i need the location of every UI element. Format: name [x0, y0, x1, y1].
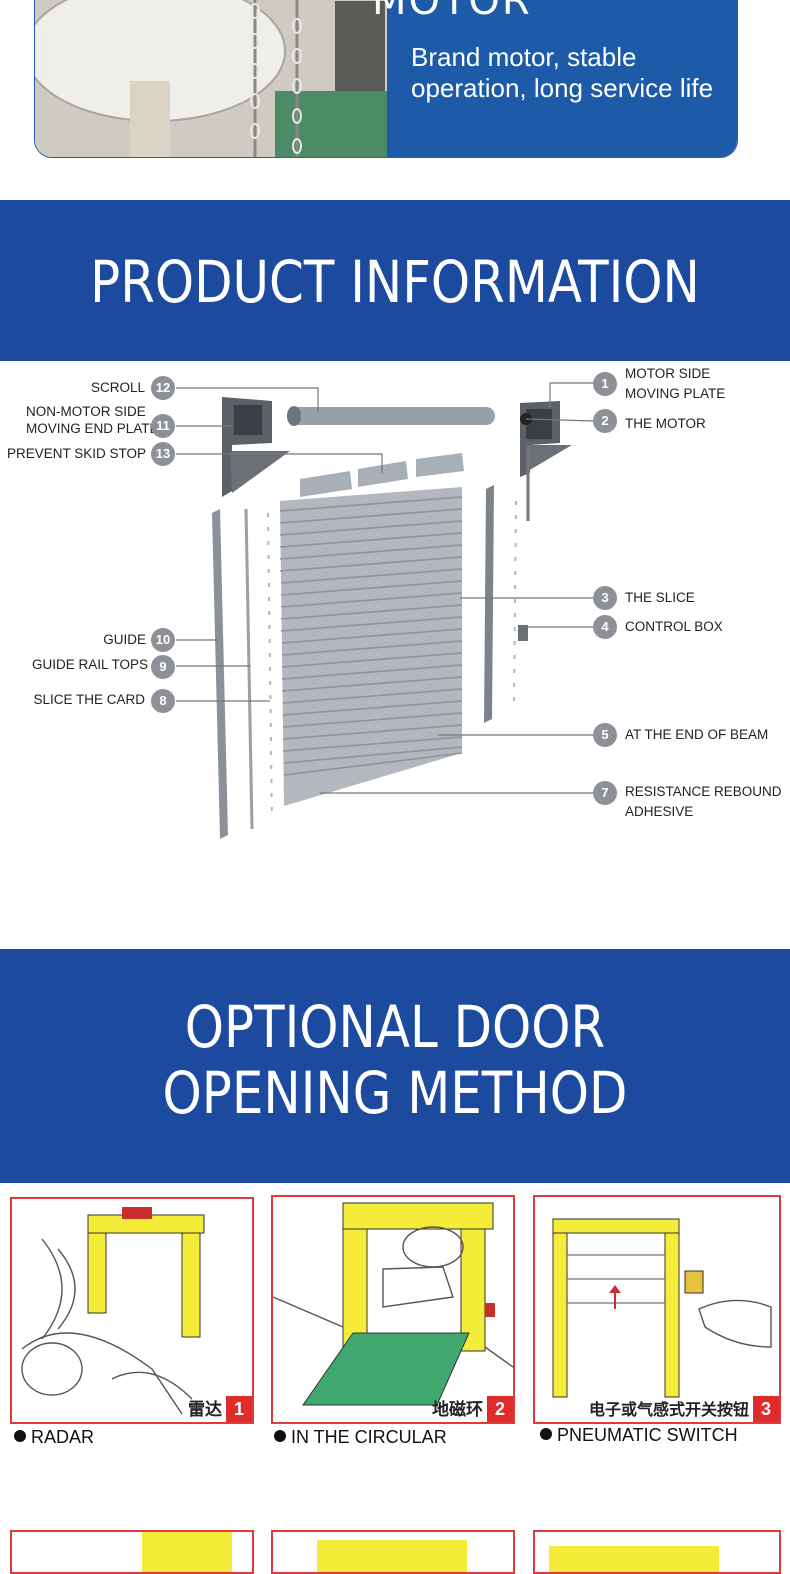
method-cn-label-3: 电子或气感式开关按钮: [588, 1402, 749, 1419]
method-caption-switch: PNEUMATIC SWITCH: [540, 1425, 738, 1446]
opening-method-heading-line1: OPTIONAL DOOR: [184, 993, 606, 1061]
part-number-8: 8: [151, 689, 175, 713]
bullet-icon: [274, 1430, 286, 1442]
motor-card: [34, 0, 738, 158]
opening-method-heading-line2: OPENING METHOD: [162, 1059, 628, 1127]
part-label-8: SLICE THE CARD: [33, 692, 145, 707]
method-card-switch: 电子或气感式开关按钮 3: [533, 1195, 781, 1424]
method-number-3: 3: [753, 1396, 779, 1422]
method-cn-label-1: 雷达: [188, 1400, 222, 1419]
part-label-13: PREVENT SKID STOP: [6, 446, 146, 461]
part-label-9: GUIDE RAIL TOPS: [31, 657, 148, 672]
part-number-1: 1: [593, 372, 617, 396]
part-label-4: CONTROL BOX: [625, 619, 723, 634]
part-number-9: 9: [151, 655, 175, 679]
part-label-7: RESISTANCE REBOUND ADHESIVE: [625, 784, 782, 819]
part-label-2: THE MOTOR: [625, 416, 706, 431]
method-card-4-partial: [10, 1530, 254, 1574]
motor-photo: [35, 0, 387, 157]
bullet-icon: [540, 1428, 552, 1440]
part-number-12: 12: [151, 376, 175, 400]
method-number-1: 1: [226, 1396, 252, 1422]
method-caption-radar-text: RADAR: [31, 1427, 95, 1447]
method-caption-circular: IN THE CIRCULAR: [274, 1427, 447, 1448]
part-label-3: THE SLICE: [625, 590, 695, 605]
method-card-radar: 雷达 1: [10, 1197, 254, 1424]
method-card-5-partial: [271, 1530, 515, 1574]
method-cn-label-2: 地磁环: [432, 1400, 483, 1419]
method-card-6-partial: [533, 1530, 781, 1574]
method-caption-radar: RADAR: [14, 1427, 94, 1448]
product-exploded-diagram: SCROLL 12 NON-MOTOR SIDE MOVING END PLAT…: [0, 361, 790, 949]
part-label-12: SCROLL: [90, 380, 145, 395]
opening-method-banner: OPTIONAL DOOR OPENING METHOD: [0, 949, 790, 1183]
part-number-5: 5: [593, 723, 617, 747]
part-label-11: NON-MOTOR SIDE MOVING END PLATE: [26, 404, 159, 436]
part-number-3: 3: [593, 586, 617, 610]
product-info-banner: PRODUCT INFORMATION: [0, 200, 790, 361]
motor-title: MOTOR: [372, 0, 532, 24]
part-number-13: 13: [151, 442, 175, 466]
part-label-1: MOTOR SIDE MOVING PLATE: [625, 366, 726, 401]
part-number-2: 2: [593, 409, 617, 433]
method-card-circular: 地磁环 2: [271, 1195, 515, 1424]
product-info-heading: PRODUCT INFORMATION: [90, 248, 700, 316]
motor-description: Brand motor, stable operation, long serv…: [411, 42, 714, 103]
method-number-2: 2: [487, 1396, 513, 1422]
motor-info-panel: [387, 0, 737, 157]
part-number-7: 7: [593, 781, 617, 805]
method-caption-circular-text: IN THE CIRCULAR: [291, 1427, 447, 1447]
part-number-4: 4: [593, 615, 617, 639]
method-caption-switch-text: PNEUMATIC SWITCH: [557, 1425, 738, 1445]
part-number-11: 11: [151, 414, 175, 438]
bullet-icon: [14, 1430, 26, 1442]
part-label-5: AT THE END OF BEAM: [625, 727, 769, 742]
part-number-10: 10: [151, 628, 175, 652]
part-label-10: GUIDE: [103, 632, 146, 647]
